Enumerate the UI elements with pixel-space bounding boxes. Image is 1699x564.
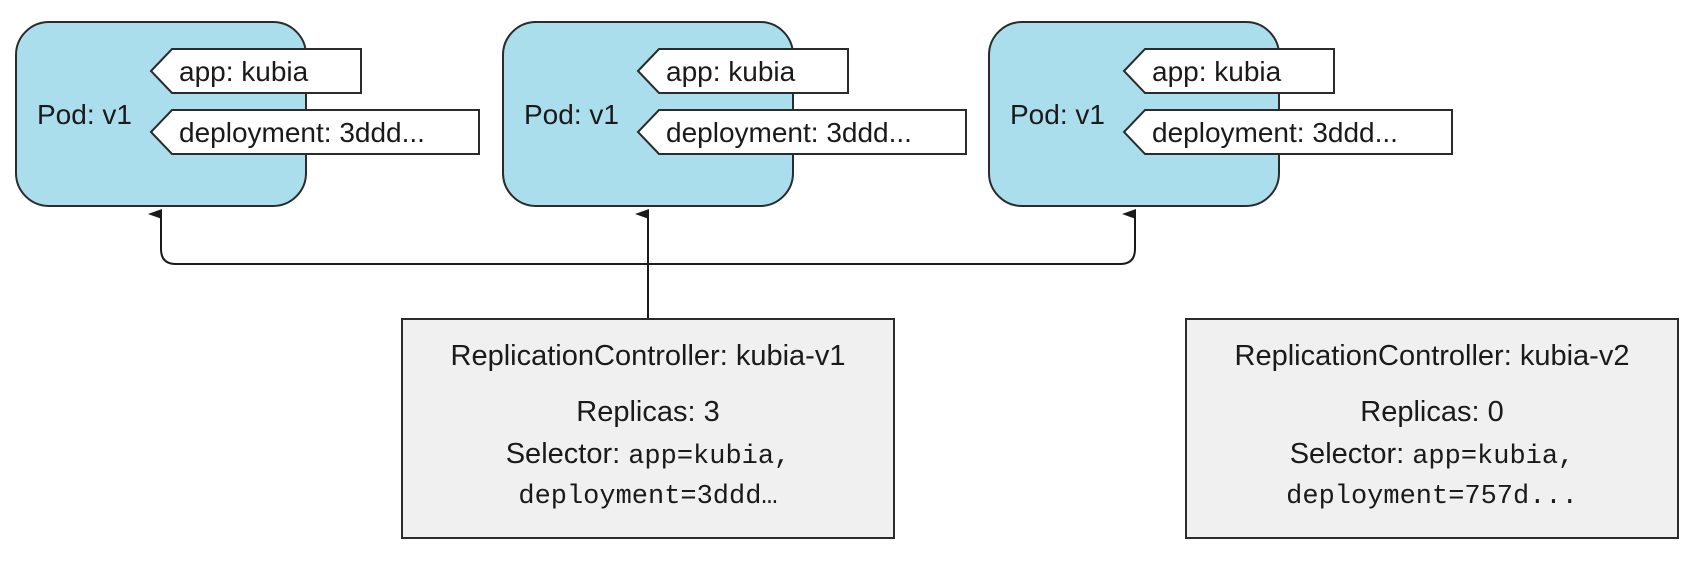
selector-value: app=kubia,	[1412, 442, 1575, 472]
controller-title: ReplicationController: kubia-v2	[1234, 340, 1630, 372]
pod-label: Pod: v1	[1010, 99, 1105, 130]
label-tag-text: deployment: 3ddd...	[1152, 117, 1398, 148]
selector-value-deployment: deployment=757d...	[1286, 482, 1578, 512]
selector-label: Selector:	[1289, 438, 1405, 470]
selector-value-deployment: deployment=3ddd…	[518, 482, 778, 512]
selector-value: app=kubia,	[628, 442, 791, 472]
label-tag-text: app: kubia	[179, 56, 309, 87]
replication-controller-kubia-v1[interactable]: ReplicationController: kubia-v1 Replicas…	[401, 318, 895, 539]
label-tag-text: deployment: 3ddd...	[179, 117, 425, 148]
label-tag-shape	[1122, 48, 1335, 94]
pod-1-label-deployment: deployment: 3ddd...	[149, 109, 480, 155]
label-tag-text: app: kubia	[1152, 56, 1282, 87]
pod-3-label-deployment: deployment: 3ddd...	[1122, 109, 1453, 155]
controller-selector: Selector: app=kubia,	[1187, 438, 1677, 472]
controller-replicas: Replicas: 3	[576, 396, 720, 428]
pod-3-label-app: app: kubia	[1122, 48, 1335, 94]
label-tag-text: deployment: 3ddd...	[666, 117, 912, 148]
pod-label: Pod: v1	[37, 99, 132, 130]
connector-to-pod-3	[648, 209, 1136, 265]
label-tag-text: app: kubia	[666, 56, 796, 87]
label-tag-shape	[636, 109, 967, 155]
pod-label: Pod: v1	[524, 99, 619, 130]
controller-selector: Selector: app=kubia,	[403, 438, 893, 472]
pod-2-label-deployment: deployment: 3ddd...	[636, 109, 967, 155]
pod-1-label-app: app: kubia	[149, 48, 362, 94]
replication-controller-kubia-v2[interactable]: ReplicationController: kubia-v2 Replicas…	[1185, 318, 1679, 539]
label-tag-shape	[636, 48, 849, 94]
label-tag-shape	[149, 48, 362, 94]
pod-2-label-app: app: kubia	[636, 48, 849, 94]
controller-replicas: Replicas: 0	[1360, 396, 1504, 428]
label-tag-shape	[1122, 109, 1453, 155]
label-tag-shape	[149, 109, 480, 155]
controller-title: ReplicationController: kubia-v1	[450, 340, 846, 372]
connector-to-pod-1	[148, 209, 648, 265]
selector-label: Selector:	[505, 438, 621, 470]
